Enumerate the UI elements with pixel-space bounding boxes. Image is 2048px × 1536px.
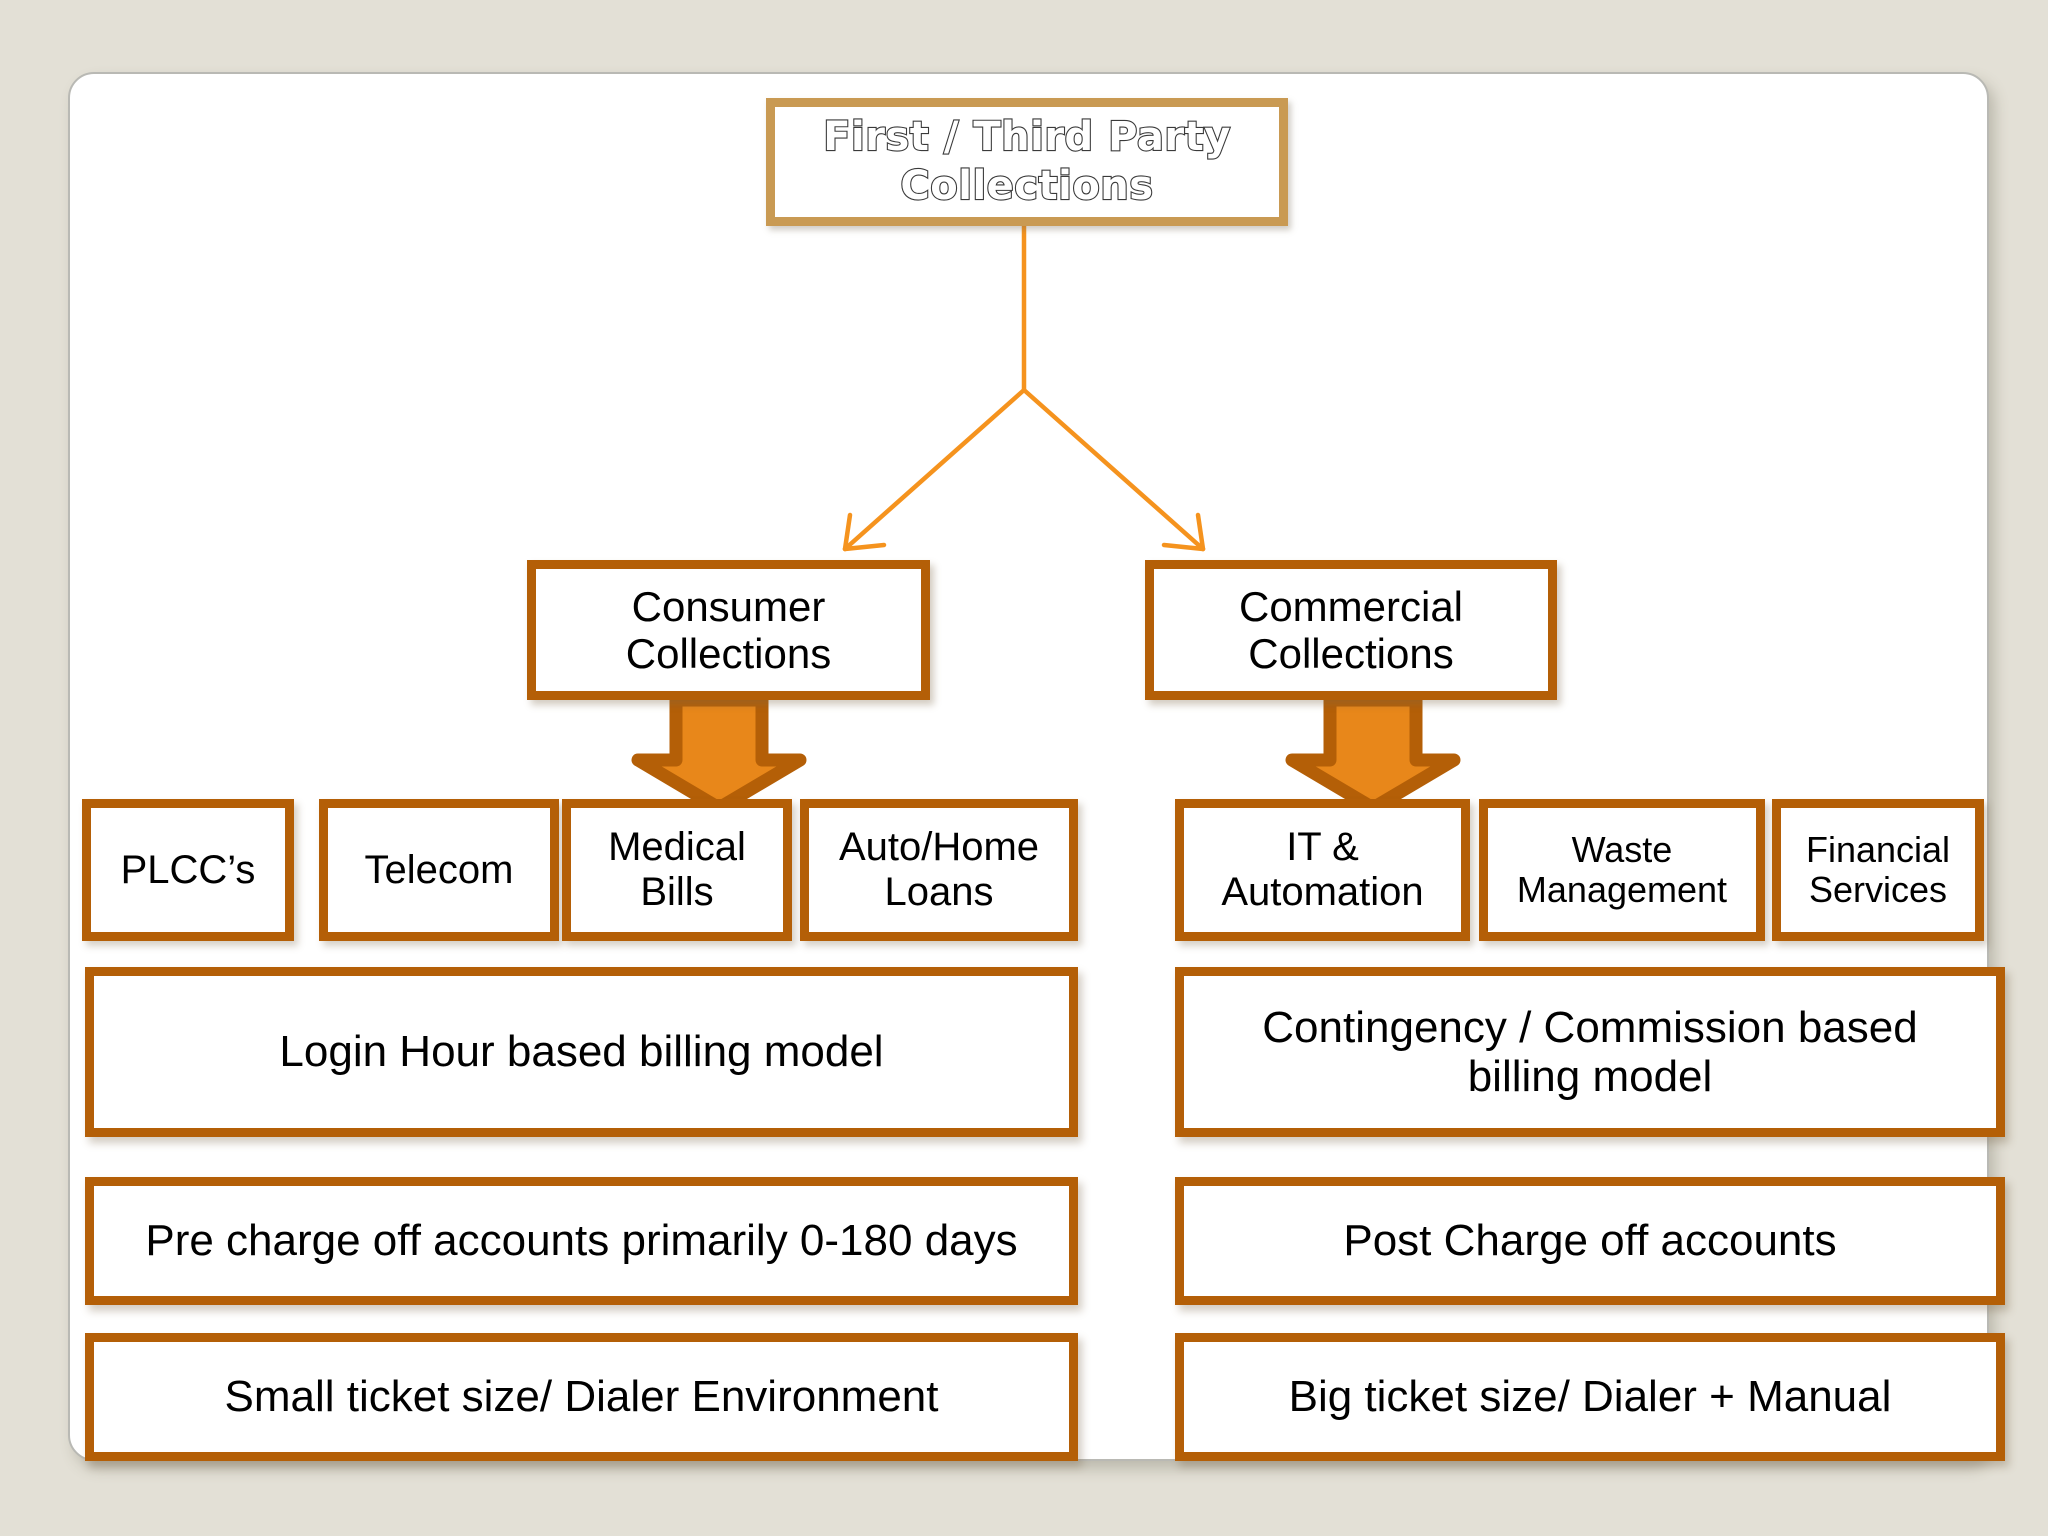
attribute-row-label: Post Charge off accounts [1343, 1216, 1837, 1266]
category-chip-label: Financial Services [1805, 828, 1951, 910]
branch-node-label: Commercial Collections [1238, 582, 1464, 677]
root-node-label: First / Third Party Collections [822, 113, 1231, 210]
attribute-row-small-ticket-size[interactable]: Small ticket size/ Dialer Environment [85, 1333, 1078, 1461]
category-chip-label: Medical Bills [608, 825, 746, 914]
branch-node-label: Consumer Collections [625, 582, 832, 677]
category-chip-telecom[interactable]: Telecom [319, 799, 559, 941]
category-chip-label: PLCC’s [120, 847, 256, 892]
branch-node-consumer-collections[interactable]: Consumer Collections [527, 560, 930, 700]
category-chip-auto-home-loans[interactable]: Auto/Home Loans [800, 799, 1078, 941]
category-chip-plccs[interactable]: PLCC’s [82, 799, 294, 941]
attribute-row-label: Contingency / Commission based billing m… [1262, 1002, 1918, 1101]
attribute-row-contingency-commission-billing[interactable]: Contingency / Commission based billing m… [1175, 967, 2005, 1137]
attribute-row-pre-charge-off[interactable]: Pre charge off accounts primarily 0-180 … [85, 1177, 1078, 1305]
category-chip-waste-management[interactable]: Waste Management [1479, 799, 1765, 941]
attribute-row-login-hour-billing[interactable]: Login Hour based billing model [85, 967, 1078, 1137]
attribute-row-label: Big ticket size/ Dialer + Manual [1288, 1372, 1892, 1422]
category-chip-medical-bills[interactable]: Medical Bills [562, 799, 792, 941]
attribute-row-post-charge-off[interactable]: Post Charge off accounts [1175, 1177, 2005, 1305]
category-chip-label: Auto/Home Loans [838, 825, 1040, 914]
attribute-row-label: Pre charge off accounts primarily 0-180 … [145, 1216, 1018, 1266]
attribute-row-label: Small ticket size/ Dialer Environment [224, 1372, 939, 1422]
root-node-first-third-party-collections[interactable]: First / Third Party Collections [766, 98, 1288, 226]
branch-node-commercial-collections[interactable]: Commercial Collections [1145, 560, 1557, 700]
category-chip-label: IT & Automation [1221, 825, 1424, 914]
category-chip-label: Telecom [364, 847, 514, 892]
category-chip-label: Waste Management [1516, 828, 1728, 910]
attribute-row-label: Login Hour based billing model [279, 1027, 884, 1077]
category-chip-financial-services[interactable]: Financial Services [1772, 799, 1984, 941]
category-chip-it-automation[interactable]: IT & Automation [1175, 799, 1470, 941]
attribute-row-big-ticket-size[interactable]: Big ticket size/ Dialer + Manual [1175, 1333, 2005, 1461]
